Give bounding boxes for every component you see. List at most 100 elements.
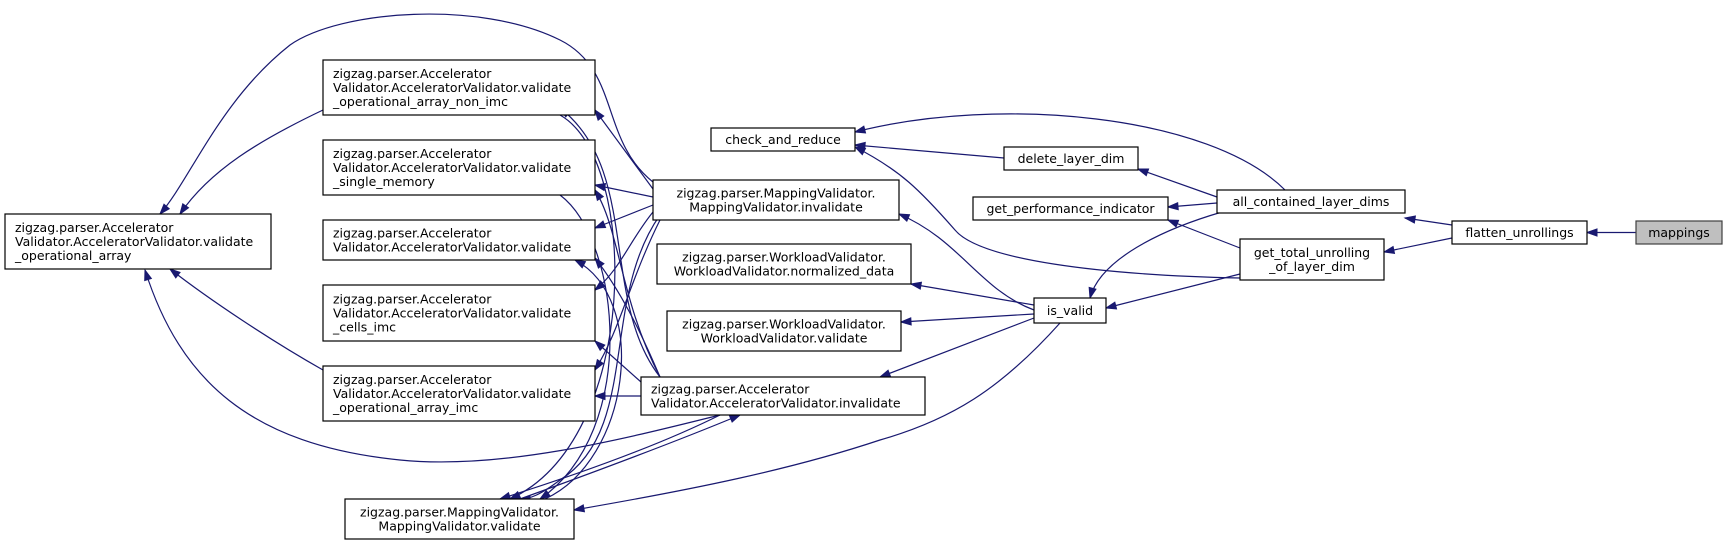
edge-is-valid-mv-validate: [572, 322, 1061, 513]
node-av-op-non-imc[interactable]: zigzag.parser.AcceleratorValidator.Accel…: [322, 59, 596, 116]
node-box: [322, 139, 596, 196]
node-av-op-array[interactable]: zigzag.parser.AcceleratorValidator.Accel…: [4, 213, 272, 270]
edge-mv-invalidate-op-array-line: [159, 13, 654, 215]
edge-all-contained-is-valid-line: [1089, 211, 1223, 299]
node-av-validate[interactable]: zigzag.parser.AcceleratorValidator.Accel…: [322, 219, 596, 261]
edge-flatten-get-total: [1382, 237, 1453, 255]
edge-mv-invalidate-cells-imc-arrowhead: [593, 280, 606, 291]
edge-is-valid-av-invalidate-line: [879, 317, 1035, 378]
node-label-line: Validator.AcceleratorValidator.validate: [333, 240, 572, 255]
edge-get-total-get-performance-arrowhead: [1166, 219, 1180, 228]
node-mv-invalidate[interactable]: zigzag.parser.MappingValidator.MappingVa…: [652, 179, 900, 221]
edge-op-non-imc-op-array-line: [179, 109, 324, 215]
edge-is-valid-mv-validate-arrowhead: [572, 504, 586, 513]
node-label-line: WorkloadValidator.validate: [701, 331, 868, 346]
edge-mv-invalidate-validate-arrowhead: [593, 220, 607, 229]
node-av-single-memory[interactable]: zigzag.parser.AcceleratorValidator.Accel…: [322, 139, 596, 196]
node-label-line: zigzag.parser.MappingValidator.: [677, 186, 876, 201]
node-label-line: zigzag.parser.MappingValidator.: [360, 505, 559, 520]
node-mappings[interactable]: mappings: [1635, 220, 1723, 245]
node-wv-validate[interactable]: zigzag.parser.WorkloadValidator.Workload…: [666, 310, 902, 352]
edge-delete-layer-dim-check-and-reduce: [853, 141, 1005, 159]
edge-av-invalidate-op-array: [144, 268, 721, 463]
edge-mv-invalidate-op-non-imc: [594, 108, 654, 190]
node-mv-validate[interactable]: zigzag.parser.MappingValidator.MappingVa…: [344, 498, 575, 540]
node-av-cells-imc[interactable]: zigzag.parser.AcceleratorValidator.Accel…: [322, 284, 596, 342]
edge-is-valid-av-invalidate-arrowhead: [878, 369, 892, 378]
node-box: [322, 59, 596, 116]
node-flatten-unrollings[interactable]: flatten_unrollings: [1451, 220, 1588, 245]
node-label-line: all_contained_layer_dims: [1233, 194, 1390, 209]
edge-all-contained-delete-layer-dim-line: [1137, 168, 1218, 198]
edge-av-invalidate-op-non-imc-line: [559, 107, 661, 378]
node-label-line: _operational_array_imc: [332, 400, 478, 415]
node-label-line: zigzag.parser.Accelerator: [333, 66, 492, 81]
node-label-line: flatten_unrollings: [1465, 225, 1573, 240]
edge-is-valid-mv-validate-line: [573, 322, 1061, 511]
node-label-line: zigzag.parser.WorkloadValidator.: [682, 317, 886, 332]
node-box: [344, 498, 575, 540]
edge-is-valid-mv-invalidate-arrowhead: [897, 213, 911, 222]
node-box: [640, 376, 926, 416]
edge-flatten-get-total-arrowhead: [1382, 245, 1396, 255]
edge-all-contained-get-performance: [1166, 201, 1218, 211]
node-label-line: Validator.AcceleratorValidator.validate: [333, 80, 572, 95]
node-label-line: get_total_unrolling: [1254, 245, 1370, 260]
node-box: [322, 365, 596, 422]
node-label-line: zigzag.parser.Accelerator: [333, 292, 492, 307]
edge-av-invalidate-mv-validate-arrowhead: [498, 491, 512, 500]
edge-mv-validate-av-validate-line: [544, 259, 623, 500]
node-get-total-unrolling[interactable]: get_total_unrolling_of_layer_dim: [1239, 238, 1385, 281]
node-label-line: Validator.AcceleratorValidator.validate: [333, 386, 572, 401]
edge-all-contained-delete-layer-dim-arrowhead: [1136, 168, 1150, 177]
node-box: [1451, 220, 1588, 245]
edge-is-valid-av-invalidate: [878, 317, 1035, 378]
node-box: [4, 213, 272, 270]
edge-mv-invalidate-validate: [593, 204, 654, 229]
edge-is-valid-wv-normalized-line: [910, 283, 1035, 306]
edge-av-invalidate-op-array-line: [144, 269, 721, 463]
edge-op-imc-op-array-arrowhead: [168, 268, 181, 279]
edge-mv-validate-av-invalidate-line: [519, 414, 741, 500]
node-label-line: zigzag.parser.Accelerator: [651, 382, 810, 397]
edge-delete-layer-dim-check-and-reduce-line: [854, 144, 1005, 159]
edge-mv-validate-av-validate: [544, 259, 623, 500]
node-all-contained-layer-dims[interactable]: all_contained_layer_dims: [1216, 189, 1406, 214]
edge-flatten-all-contained-arrowhead: [1403, 215, 1417, 224]
edge-mv-invalidate-op-non-imc-arrowhead: [594, 108, 605, 121]
edge-mv-invalidate-op-non-imc-line: [594, 109, 654, 190]
edge-get-total-check-and-reduce-line: [854, 146, 1241, 279]
edge-av-invalidate-mv-validate-line: [499, 414, 721, 500]
edge-op-non-imc-op-array: [179, 109, 324, 216]
edge-all-contained-delete-layer-dim: [1136, 168, 1218, 198]
node-label-line: zigzag.parser.Accelerator: [333, 226, 492, 241]
edge-av-invalidate-cells-imc: [593, 339, 642, 383]
edge-mv-validate-av-invalidate-arrowhead: [728, 414, 742, 423]
node-wv-normalized-data[interactable]: zigzag.parser.WorkloadValidator.Workload…: [656, 243, 912, 285]
edge-mv-validate-av-invalidate: [519, 414, 742, 500]
node-check-and-reduce[interactable]: check_and_reduce: [710, 127, 856, 152]
node-box: [1033, 297, 1107, 324]
node-av-op-imc[interactable]: zigzag.parser.AcceleratorValidator.Accel…: [322, 365, 596, 422]
node-is-valid[interactable]: is_valid: [1033, 297, 1107, 324]
node-label-line: _single_memory: [332, 174, 435, 189]
node-label-line: is_valid: [1047, 303, 1093, 318]
node-delete-layer-dim[interactable]: delete_layer_dim: [1003, 146, 1139, 171]
node-av-invalidate[interactable]: zigzag.parser.AcceleratorValidator.Accel…: [640, 376, 926, 416]
edge-mv-invalidate-mv-validate-line: [519, 214, 661, 500]
edge-mv-invalidate-op-imc: [594, 219, 661, 372]
node-get-performance-indicator[interactable]: get_performance_indicator: [972, 196, 1169, 221]
node-label-line: MappingValidator.validate: [378, 519, 540, 534]
edge-av-invalidate-mv-validate: [498, 414, 721, 500]
edge-is-valid-wv-validate-line: [900, 313, 1035, 323]
edge-flatten-all-contained: [1403, 215, 1453, 226]
node-label-line: Validator.AcceleratorValidator.validate: [333, 160, 572, 175]
node-label-line: zigzag.parser.Accelerator: [333, 146, 492, 161]
edge-av-invalidate-op-array-arrowhead: [144, 268, 153, 282]
edge-mv-invalidate-op-array-arrowhead: [158, 203, 171, 216]
edge-op-imc-op-array: [168, 268, 324, 371]
node-label-line: _operational_array: [14, 248, 132, 263]
edge-av-invalidate-validate-line: [594, 257, 661, 378]
edge-is-valid-mv-invalidate-line: [898, 213, 1035, 311]
node-label-line: zigzag.parser.WorkloadValidator.: [682, 250, 886, 265]
